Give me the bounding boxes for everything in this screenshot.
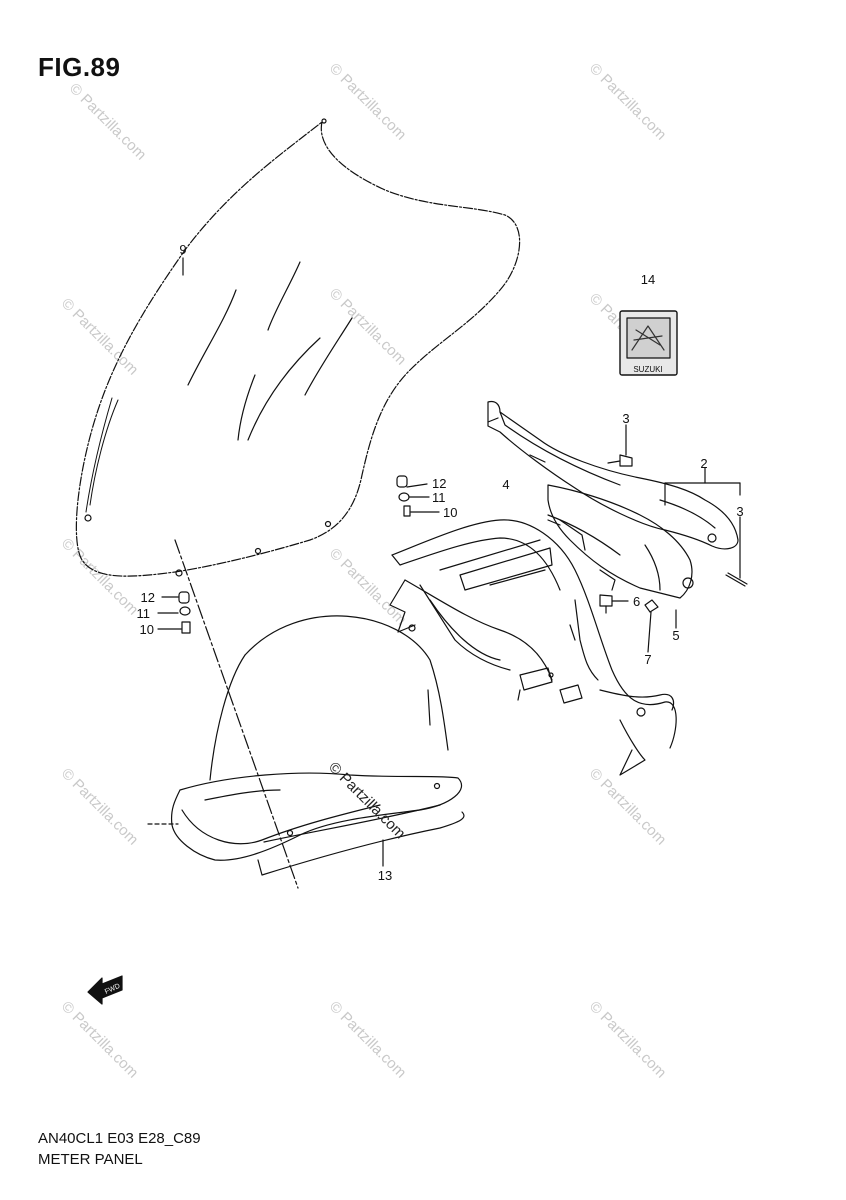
callout-6: 6 (633, 594, 640, 609)
section-name: METER PANEL (38, 1151, 143, 1168)
hardware-stack-upper (396, 475, 440, 517)
callout-11-upper: 11 (432, 490, 446, 505)
callout-13: 13 (378, 868, 392, 883)
panel-part-5 (547, 484, 694, 599)
callout-7: 7 (644, 652, 651, 667)
callout-14: 14 (641, 272, 655, 287)
model-code: AN40CL1 E03 E28_C89 (38, 1130, 201, 1147)
figure-title: FIG.89 (38, 52, 121, 82)
pin-part-3 (725, 516, 748, 587)
callout-9: 9 (179, 242, 186, 257)
callout-3-pin: 3 (736, 504, 743, 519)
callout-10-upper: 10 (443, 505, 457, 520)
hardware-stack-lower (157, 591, 191, 634)
center-watermark: © Partzilla.com (325, 759, 408, 842)
callout-5: 5 (672, 628, 679, 643)
callout-3-bolt: 3 (622, 411, 629, 426)
callout-12-upper: 12 (432, 476, 446, 491)
fwd-arrow-icon (87, 975, 123, 1005)
clip-part-7 (644, 599, 659, 653)
windscreen-part-9 (75, 118, 521, 577)
grommet-part-6 (599, 594, 629, 614)
callout-4: 4 (502, 477, 509, 492)
bolt-part-3 (607, 424, 633, 467)
callout-2: 2 (700, 456, 707, 471)
callout-12-lower: 12 (141, 590, 155, 605)
callout-bracket-2 (664, 467, 741, 506)
emblem-text: SUZUKI (633, 365, 662, 374)
visor-part-13 (170, 615, 465, 876)
callout-10-lower: 10 (140, 622, 154, 637)
panel-part-2 (487, 400, 739, 550)
callout-11-lower: 11 (137, 606, 151, 621)
emblem-part-14 (619, 310, 678, 376)
meter-frame-part-4 (389, 519, 677, 776)
